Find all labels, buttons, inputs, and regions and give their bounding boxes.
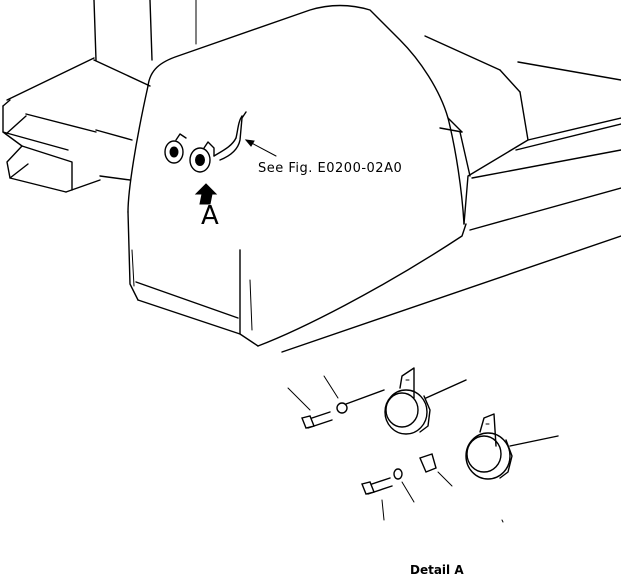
fasteners [287, 375, 504, 523]
view-letter-label: A [201, 201, 219, 231]
reference-label: See Fig. E0200-02A0 [258, 161, 403, 176]
view-arrow [194, 183, 218, 205]
horn-assembly-on-body [164, 111, 277, 173]
upper-horn [384, 367, 467, 435]
lower-horn [465, 413, 559, 480]
horn-cover [127, 4, 467, 347]
machine-frame [2, 0, 621, 353]
detail-title: Detail A [410, 563, 464, 577]
